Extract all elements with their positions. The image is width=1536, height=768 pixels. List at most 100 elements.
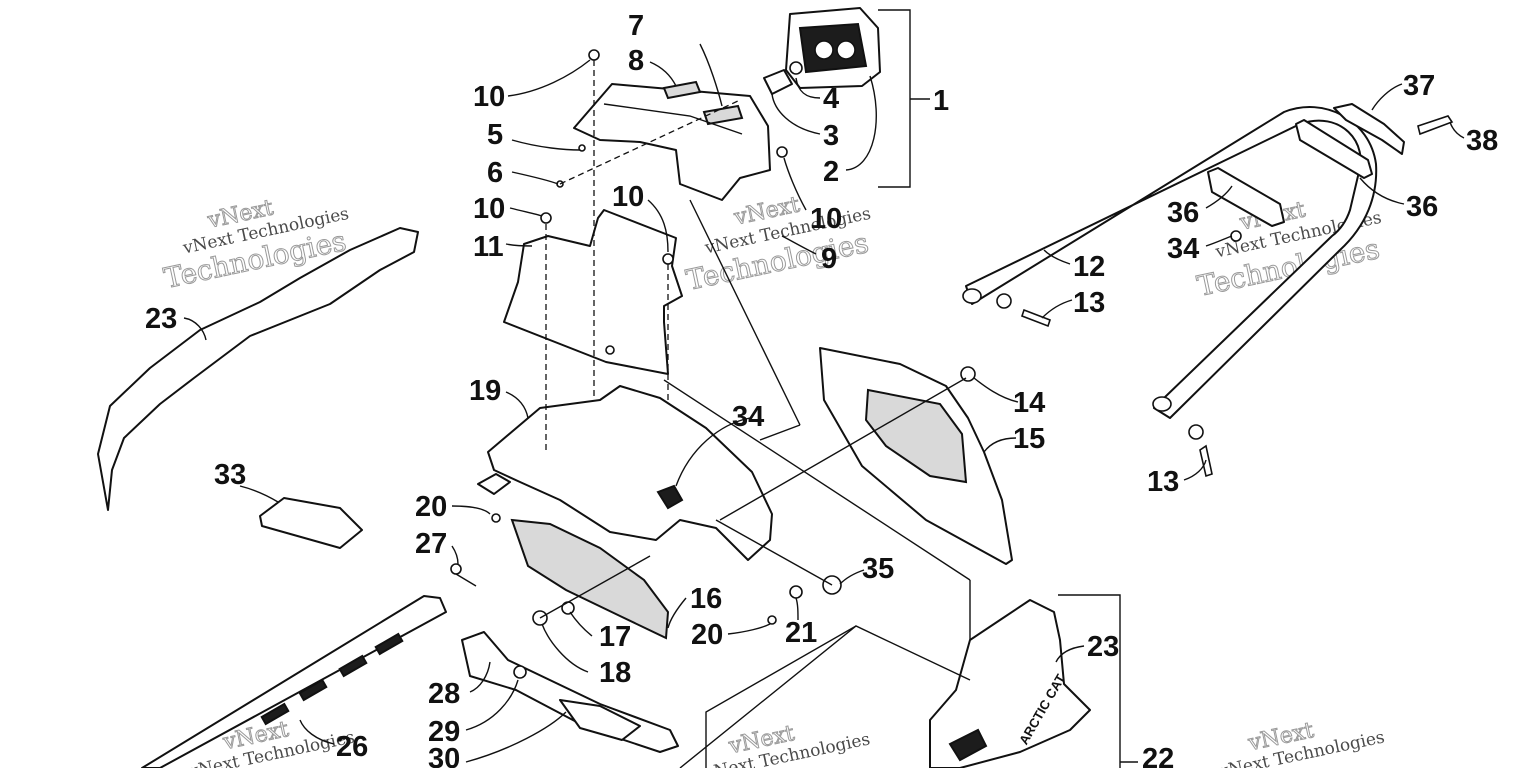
leader-27 bbox=[451, 545, 459, 565]
bracket-30 bbox=[559, 699, 641, 741]
leader-16 bbox=[667, 597, 687, 629]
leader-2 bbox=[845, 75, 877, 171]
callout-37: 37 bbox=[1403, 70, 1435, 102]
leader-28 bbox=[469, 661, 491, 693]
callout-36-right: 36 bbox=[1406, 191, 1438, 223]
callout-20-lower: 20 bbox=[691, 619, 723, 651]
mud-flap-hole bbox=[605, 345, 615, 355]
clip-20 bbox=[477, 473, 511, 495]
callout-5: 5 bbox=[487, 119, 503, 151]
assy-line-12 bbox=[455, 573, 477, 587]
mud-flap-upper bbox=[503, 209, 683, 375]
screw-10-top bbox=[588, 49, 600, 61]
leader-10d bbox=[783, 157, 807, 211]
bracket-37 bbox=[1333, 103, 1405, 155]
leader-14 bbox=[973, 377, 1019, 403]
callout-3: 3 bbox=[823, 120, 839, 152]
nut-27 bbox=[450, 563, 462, 575]
leader-38 bbox=[1449, 121, 1465, 139]
rail-slot-2 bbox=[338, 654, 368, 678]
rivet-20-upper bbox=[491, 513, 501, 523]
callout-22: 22 bbox=[1142, 743, 1174, 768]
bumper-tube-end-left bbox=[962, 288, 982, 304]
screw-14 bbox=[960, 366, 976, 382]
callout-10-mid: 10 bbox=[612, 181, 644, 213]
leader-10b bbox=[509, 207, 543, 217]
decal-7 bbox=[702, 104, 744, 126]
watermark-bottom-right: vNext vNext Technologies bbox=[1216, 718, 1386, 768]
leader-23a bbox=[183, 317, 207, 341]
assy-line-9 bbox=[719, 377, 967, 521]
bracket-22 bbox=[1058, 594, 1121, 768]
callout-30: 30 bbox=[428, 743, 460, 768]
cover-inner-edge bbox=[603, 103, 743, 135]
leader-34a bbox=[675, 417, 751, 487]
leader-26 bbox=[299, 719, 335, 745]
callout-1: 1 bbox=[933, 85, 949, 117]
callout-10-top: 10 bbox=[473, 81, 505, 113]
callout-13-upper: 13 bbox=[1073, 287, 1105, 319]
fender-16 bbox=[510, 518, 670, 640]
callout-10-left: 10 bbox=[473, 193, 505, 225]
watermark-center: vNext vNext Technologies Technologies bbox=[683, 192, 873, 297]
seat-outline-2 bbox=[705, 625, 857, 768]
rail-slots bbox=[260, 632, 404, 726]
leader-13a bbox=[1041, 299, 1073, 319]
decal-stripe bbox=[948, 728, 988, 762]
callout-8: 8 bbox=[628, 45, 644, 77]
taillight-cover bbox=[573, 80, 771, 201]
callout-20-upper: 20 bbox=[415, 491, 447, 523]
side-panel-15-inset bbox=[864, 388, 968, 484]
callout-9: 9 bbox=[821, 243, 837, 275]
callout-23-lower: 23 bbox=[1087, 631, 1119, 663]
nut-5 bbox=[578, 144, 586, 152]
leader-18 bbox=[541, 623, 589, 673]
callout-28: 28 bbox=[428, 678, 460, 710]
tunnel-rail-26 bbox=[141, 595, 447, 768]
assy-line-10 bbox=[715, 519, 833, 586]
leader-5 bbox=[511, 139, 581, 151]
callout-18: 18 bbox=[599, 657, 631, 689]
leader-29 bbox=[465, 679, 519, 731]
callout-13-lower: 13 bbox=[1147, 466, 1179, 498]
callout-21: 21 bbox=[785, 617, 817, 649]
callout-11: 11 bbox=[473, 231, 504, 263]
dash-4 bbox=[559, 99, 741, 185]
rail-slot-1 bbox=[374, 632, 404, 656]
washer-13-lower bbox=[1188, 424, 1204, 440]
leader-10c bbox=[647, 199, 669, 253]
leader-20a bbox=[451, 505, 491, 515]
screw-10-left bbox=[540, 212, 552, 224]
leader-3 bbox=[771, 93, 821, 135]
callout-15: 15 bbox=[1013, 423, 1045, 455]
callout-10-right: 10 bbox=[810, 203, 842, 235]
assy-line-7 bbox=[663, 379, 971, 581]
fastener-34-center bbox=[656, 484, 684, 510]
leader-37 bbox=[1371, 83, 1403, 111]
hardware bbox=[450, 49, 1242, 679]
washer-13-upper bbox=[996, 293, 1012, 309]
callout-6: 6 bbox=[487, 157, 503, 189]
leader-34b bbox=[1205, 235, 1233, 247]
taillight-socket-left bbox=[814, 40, 834, 60]
rivet-20-lower bbox=[767, 615, 777, 625]
assy-line-6 bbox=[759, 424, 801, 441]
callout-35: 35 bbox=[862, 553, 894, 585]
leader-20b bbox=[727, 623, 771, 635]
callout-36-left: 36 bbox=[1167, 197, 1199, 229]
leader-15 bbox=[983, 437, 1017, 453]
side-panel-lower-right bbox=[929, 599, 1091, 768]
watermark-bottom-center: vNext vNext Technologies bbox=[702, 720, 872, 768]
bumper-tube-end-right bbox=[1152, 396, 1172, 412]
screw-10-mid bbox=[662, 253, 674, 265]
bolt-38 bbox=[1417, 115, 1454, 136]
bracket-36-right bbox=[1295, 119, 1373, 179]
rail-slot-4 bbox=[260, 702, 290, 726]
leader-12 bbox=[1043, 249, 1071, 265]
callout-23-upper: 23 bbox=[145, 303, 177, 335]
callout-34-right: 34 bbox=[1167, 233, 1199, 265]
flap-33 bbox=[259, 497, 363, 549]
callout-4: 4 bbox=[823, 83, 839, 115]
callout-34-center: 34 bbox=[732, 401, 764, 433]
